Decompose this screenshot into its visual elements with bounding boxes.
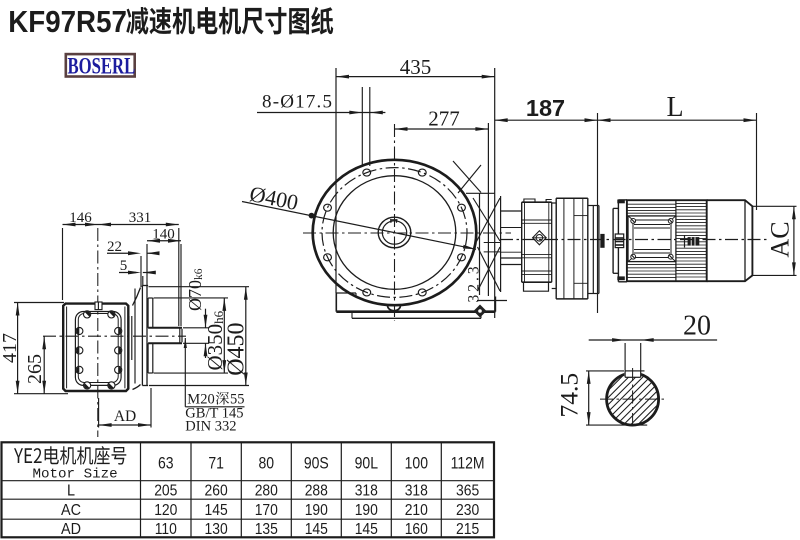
svg-text:140: 140 — [152, 226, 175, 242]
svg-text:KF97R57: KF97R57 — [8, 5, 127, 40]
svg-text:318: 318 — [405, 482, 428, 500]
svg-text:100: 100 — [405, 454, 428, 472]
svg-text:32.3: 32.3 — [466, 263, 483, 302]
svg-text:22: 22 — [107, 239, 122, 255]
svg-text:90S: 90S — [304, 454, 329, 472]
svg-text:145: 145 — [355, 520, 378, 538]
svg-text:M20: M20 — [187, 392, 214, 408]
svg-text:74.5: 74.5 — [555, 373, 584, 418]
svg-text:5: 5 — [120, 258, 128, 274]
svg-text:145: 145 — [204, 501, 227, 519]
svg-text:Ø450: Ø450 — [224, 322, 250, 375]
svg-text:260: 260 — [204, 482, 227, 500]
svg-text:435: 435 — [400, 55, 432, 79]
svg-text:145: 145 — [305, 520, 328, 538]
svg-text:20: 20 — [683, 311, 711, 342]
svg-text:280: 280 — [255, 482, 278, 500]
svg-text:112M: 112M — [451, 454, 485, 472]
svg-text:277: 277 — [428, 106, 460, 130]
svg-text:318: 318 — [355, 482, 378, 500]
svg-text:AD: AD — [114, 408, 136, 425]
svg-text:331: 331 — [129, 210, 152, 226]
svg-text:210: 210 — [405, 501, 428, 519]
svg-text:GB/T 145: GB/T 145 — [185, 406, 243, 422]
svg-text:365: 365 — [456, 482, 479, 500]
svg-text:230: 230 — [456, 501, 479, 519]
svg-text:L: L — [666, 92, 683, 123]
svg-text:80: 80 — [259, 454, 275, 472]
svg-text:8-Ø17.5: 8-Ø17.5 — [262, 91, 333, 112]
svg-text:DIN 332: DIN 332 — [185, 419, 236, 435]
svg-text:L: L — [67, 482, 75, 500]
svg-text:265: 265 — [24, 354, 46, 384]
svg-text:190: 190 — [305, 501, 328, 519]
svg-text:AD: AD — [61, 520, 81, 538]
svg-text:146: 146 — [69, 210, 92, 226]
svg-text:135: 135 — [255, 520, 278, 538]
svg-text:90L: 90L — [355, 454, 378, 472]
svg-text:BOSERL: BOSERL — [68, 54, 136, 79]
svg-text:187: 187 — [526, 95, 565, 121]
svg-text:55: 55 — [230, 392, 245, 408]
svg-text:Motor Size: Motor Size — [33, 467, 118, 483]
svg-text:63: 63 — [158, 454, 174, 472]
svg-text:160: 160 — [405, 520, 428, 538]
svg-text:130: 130 — [204, 520, 227, 538]
svg-text:110: 110 — [155, 520, 177, 538]
svg-text:71: 71 — [208, 454, 224, 472]
svg-text:120: 120 — [154, 501, 177, 519]
svg-text:170: 170 — [255, 501, 278, 519]
svg-text:417: 417 — [0, 333, 21, 363]
svg-text:190: 190 — [355, 501, 378, 519]
svg-text:205: 205 — [154, 482, 177, 500]
svg-text:AC: AC — [766, 221, 795, 257]
svg-text:215: 215 — [456, 520, 479, 538]
svg-text:AC: AC — [61, 501, 81, 519]
svg-text:288: 288 — [305, 482, 328, 500]
